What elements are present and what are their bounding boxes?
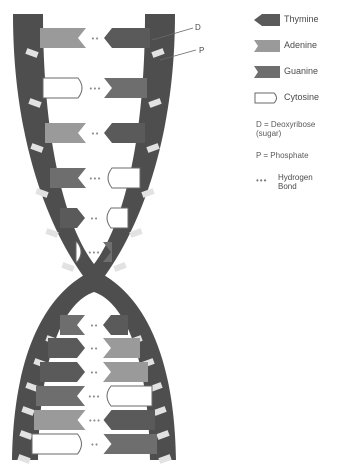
- guanine-base: [60, 315, 85, 335]
- guanine-base: [36, 386, 85, 406]
- thymine-swatch-icon: [254, 14, 280, 26]
- legend-adenine-label: Adenine: [284, 40, 317, 50]
- adenine-base: [45, 123, 86, 143]
- legend-adenine: Adenine: [246, 38, 344, 54]
- cytosine-base: [43, 78, 82, 98]
- hydrogen-bond: ••: [91, 35, 99, 43]
- guanine-base: [50, 168, 86, 188]
- legend-phosphate: P = Phosphate: [256, 151, 344, 160]
- adenine-base: [103, 362, 148, 382]
- cytosine-base: [107, 208, 128, 228]
- thymine-base: [103, 315, 128, 335]
- legend-cytosine: Cytosine: [246, 90, 344, 106]
- d-label: D: [195, 23, 201, 32]
- hydrogen-bond-dots-icon: •••: [256, 176, 267, 185]
- legend-cytosine-label: Cytosine: [284, 92, 319, 102]
- hydrogen-bond: •••: [88, 393, 100, 401]
- hydrogen-bond: ••: [90, 345, 98, 353]
- hydrogen-bond: •••: [88, 417, 100, 425]
- guanine-base: [104, 78, 147, 98]
- thymine-base: [104, 28, 150, 48]
- hydrogen-bond: •••: [88, 249, 100, 257]
- hydrogen-bond: •••: [89, 85, 101, 93]
- legend-guanine-label: Guanine: [284, 66, 318, 76]
- hydrogen-bond: •••: [89, 175, 101, 183]
- cytosine-base: [32, 434, 82, 454]
- backbone-strand-bottom: [12, 270, 176, 460]
- adenine-base: [103, 338, 140, 358]
- adenine-base: [40, 28, 86, 48]
- hydrogen-bond-label: Hydrogen Bond: [278, 173, 313, 191]
- thymine-base: [40, 362, 85, 382]
- hydrogen-bond: ••: [90, 441, 98, 449]
- cytosine-base: [108, 168, 140, 188]
- thymine-base: [104, 123, 145, 143]
- cytosine-swatch-icon: [254, 92, 280, 104]
- legend-deoxyribose: D = Deoxyribose (sugar): [256, 120, 344, 138]
- hydrogen-bond: ••: [91, 130, 99, 138]
- guanine-swatch-icon: [254, 66, 280, 78]
- adenine-base: [34, 410, 86, 430]
- legend-thymine-label: Thymine: [284, 14, 319, 24]
- cytosine-base: [107, 386, 152, 406]
- legend-thymine: Thymine: [246, 12, 344, 28]
- phosphate-block: [61, 262, 74, 272]
- deoxyribose-line1: D = Deoxyribose: [256, 120, 344, 129]
- thymine-base: [104, 410, 156, 430]
- thymine-base: [48, 338, 85, 358]
- hydrogen-bond: ••: [90, 322, 98, 330]
- guanine-base: [104, 434, 158, 454]
- thymine-base: [60, 208, 85, 228]
- legend-guanine: Guanine: [246, 64, 344, 80]
- adenine-swatch-icon: [254, 40, 280, 52]
- hydrogen-bond: ••: [90, 215, 98, 223]
- hydrogen-bond: ••: [90, 369, 98, 377]
- p-label: P: [199, 46, 204, 55]
- base-pairs: •••••••••••••••••••••••••••••: [32, 28, 157, 454]
- phosphate-block: [113, 262, 126, 272]
- deoxyribose-line2: (sugar): [256, 129, 344, 138]
